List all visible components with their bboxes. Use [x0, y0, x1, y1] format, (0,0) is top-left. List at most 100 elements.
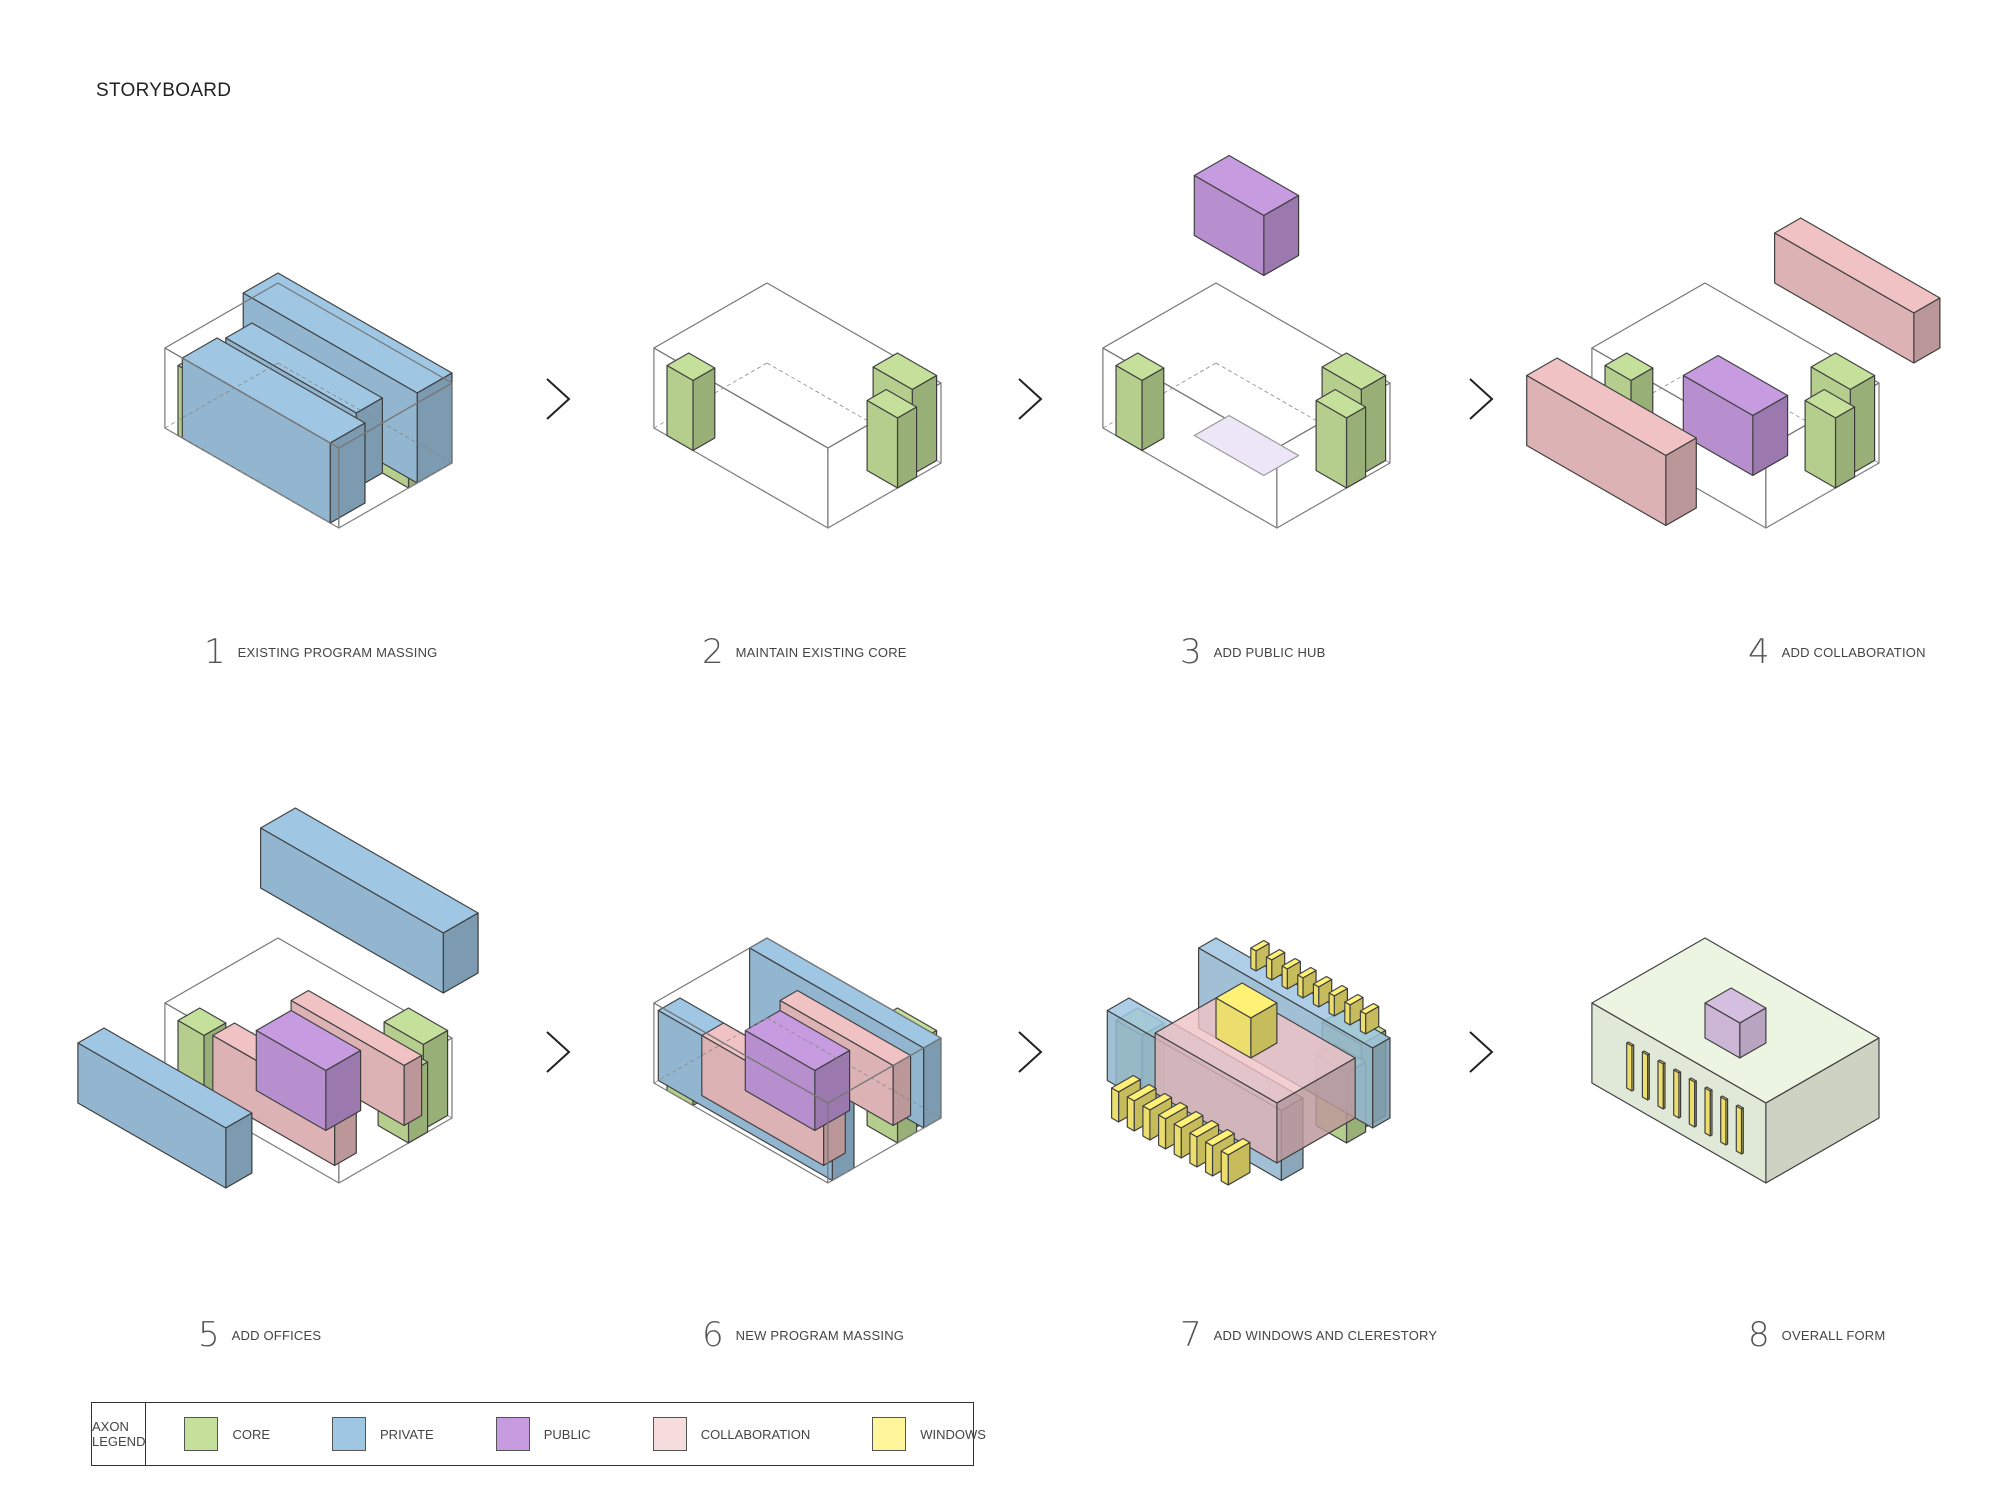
window-fin-shade: [1313, 984, 1319, 1007]
core-block-shade: [1835, 407, 1855, 488]
window-fin-front: [1173, 1123, 1182, 1159]
private-block-shade: [1372, 1038, 1390, 1128]
building-envelope-outline: [653, 1002, 829, 1184]
legend-label: PUBLIC: [543, 1426, 591, 1442]
step-number: 6: [702, 1315, 724, 1355]
window-fin-front: [1281, 965, 1288, 990]
core-block-shade: [867, 400, 898, 488]
collaboration-block-floating: [1526, 357, 1697, 527]
window-fin-shade: [1142, 1106, 1150, 1140]
building-envelope-outline: [164, 347, 340, 529]
collaboration-block-floating-shade: [1774, 233, 1914, 363]
core-block-front: [1315, 399, 1348, 489]
step-number: 8: [1748, 1315, 1770, 1355]
window-strip-front: [1688, 1078, 1696, 1128]
private-block-shade: [923, 1038, 941, 1128]
window-fin: [1344, 993, 1364, 1026]
clerestory-block-front: [1704, 1002, 1741, 1059]
window-fin-shade: [1297, 975, 1303, 998]
window-fin-shade: [1365, 1006, 1379, 1034]
building-envelope-outline: [653, 347, 829, 529]
window-strip-front: [1704, 1087, 1711, 1137]
window-strip-shade: [1705, 1088, 1711, 1136]
legend-item-windows: WINDOWS: [872, 1417, 1010, 1451]
core-block-shade: [1805, 400, 1836, 488]
collaboration-block-shade: [1155, 1033, 1277, 1163]
legend-swatch-windows: [872, 1417, 907, 1451]
overall-form-shade: [1765, 1038, 1879, 1183]
step-number: 4: [1748, 632, 1770, 672]
axon-diagram-7: [1106, 937, 1391, 1186]
window-fin-front: [1359, 1010, 1367, 1035]
window-strip-shade: [1736, 1106, 1742, 1154]
window-fin-front: [1297, 974, 1304, 999]
step-label: ADD COLLABORATION: [1781, 644, 1926, 660]
window-strip-shade: [1642, 1052, 1648, 1100]
axon-diagram-8: [1591, 937, 1880, 1184]
chevron-stroke: [1018, 1031, 1043, 1073]
private-block-floating-shade: [225, 1113, 252, 1188]
core-block: [1315, 388, 1367, 489]
collaboration-block-shade: [1276, 1058, 1356, 1163]
public-block-front: [744, 1029, 816, 1132]
window-fin-shade: [1271, 952, 1285, 980]
window-strip-shade: [1673, 1070, 1679, 1118]
building-envelope-hidden-edge: [164, 362, 453, 529]
window-fin: [1328, 984, 1348, 1017]
axon-legend: AXON LEGEND CORE PRIVATE PUBLIC COLLABOR…: [91, 1402, 986, 1466]
clerestory-block-shade: [1739, 1008, 1766, 1058]
legend-item-private: PRIVATE: [332, 1417, 458, 1451]
window-fin-shade: [1344, 1002, 1350, 1025]
legend-label: CORE: [232, 1426, 271, 1442]
window-fin-front: [1220, 1150, 1229, 1186]
core-block-shade: [423, 1030, 448, 1130]
chevron-right-icon: [1469, 378, 1494, 420]
window-fin: [1312, 975, 1333, 1008]
core-block-shade: [1116, 365, 1142, 451]
private-block-floating-shade: [260, 828, 444, 993]
chevron-right-icon: [546, 1031, 571, 1073]
axon-diagram-1: [164, 272, 453, 529]
core-block: [1804, 388, 1856, 489]
chevron-stroke: [1018, 378, 1043, 420]
window-fin-front: [1265, 956, 1273, 981]
chevron-stroke: [546, 1031, 571, 1073]
clerestory-block-front: [1215, 997, 1252, 1059]
core-block-front: [866, 399, 899, 489]
core-block-shade: [1850, 375, 1875, 475]
window-fin-front: [1126, 1096, 1135, 1132]
clerestory-block: [1215, 982, 1278, 1059]
axon-diagram-4: [1526, 217, 1941, 529]
window-strip: [1720, 1095, 1729, 1146]
clerestory-block-shade: [1705, 1003, 1740, 1058]
storyboard-title: STORYBOARD: [96, 80, 232, 101]
chevron-right-icon: [546, 378, 571, 420]
step-label: ADD WINDOWS AND CLERESTORY: [1213, 1327, 1438, 1343]
axon-diagram-2: [653, 282, 942, 529]
chevron-stroke: [546, 378, 571, 420]
step-number: 1: [204, 632, 226, 672]
core-block-shade: [897, 407, 917, 488]
public-block-front: [255, 1029, 327, 1132]
private-block-floating: [77, 1027, 253, 1189]
core-block-shade: [1361, 375, 1386, 475]
window-fin-front: [1110, 1087, 1120, 1123]
core-block-shade: [693, 368, 715, 451]
chevron-stroke: [1469, 378, 1494, 420]
window-strip: [1704, 1086, 1713, 1137]
window-strip: [1626, 1041, 1635, 1092]
public-block-floating: [1193, 154, 1300, 277]
axon-diagram-6: [653, 937, 942, 1184]
chevron-stroke: [1469, 1031, 1494, 1073]
window-strip: [1657, 1059, 1666, 1110]
private-block-floating-front: [77, 1042, 227, 1189]
window-fin: [1281, 957, 1301, 990]
window-strip: [1641, 1050, 1650, 1101]
collaboration-block-front: [1154, 1032, 1278, 1164]
legend-item-public: PUBLIC: [495, 1417, 615, 1451]
core-block: [666, 352, 716, 452]
window-fin-front: [1250, 947, 1257, 972]
window-fin-shade: [1287, 961, 1301, 989]
